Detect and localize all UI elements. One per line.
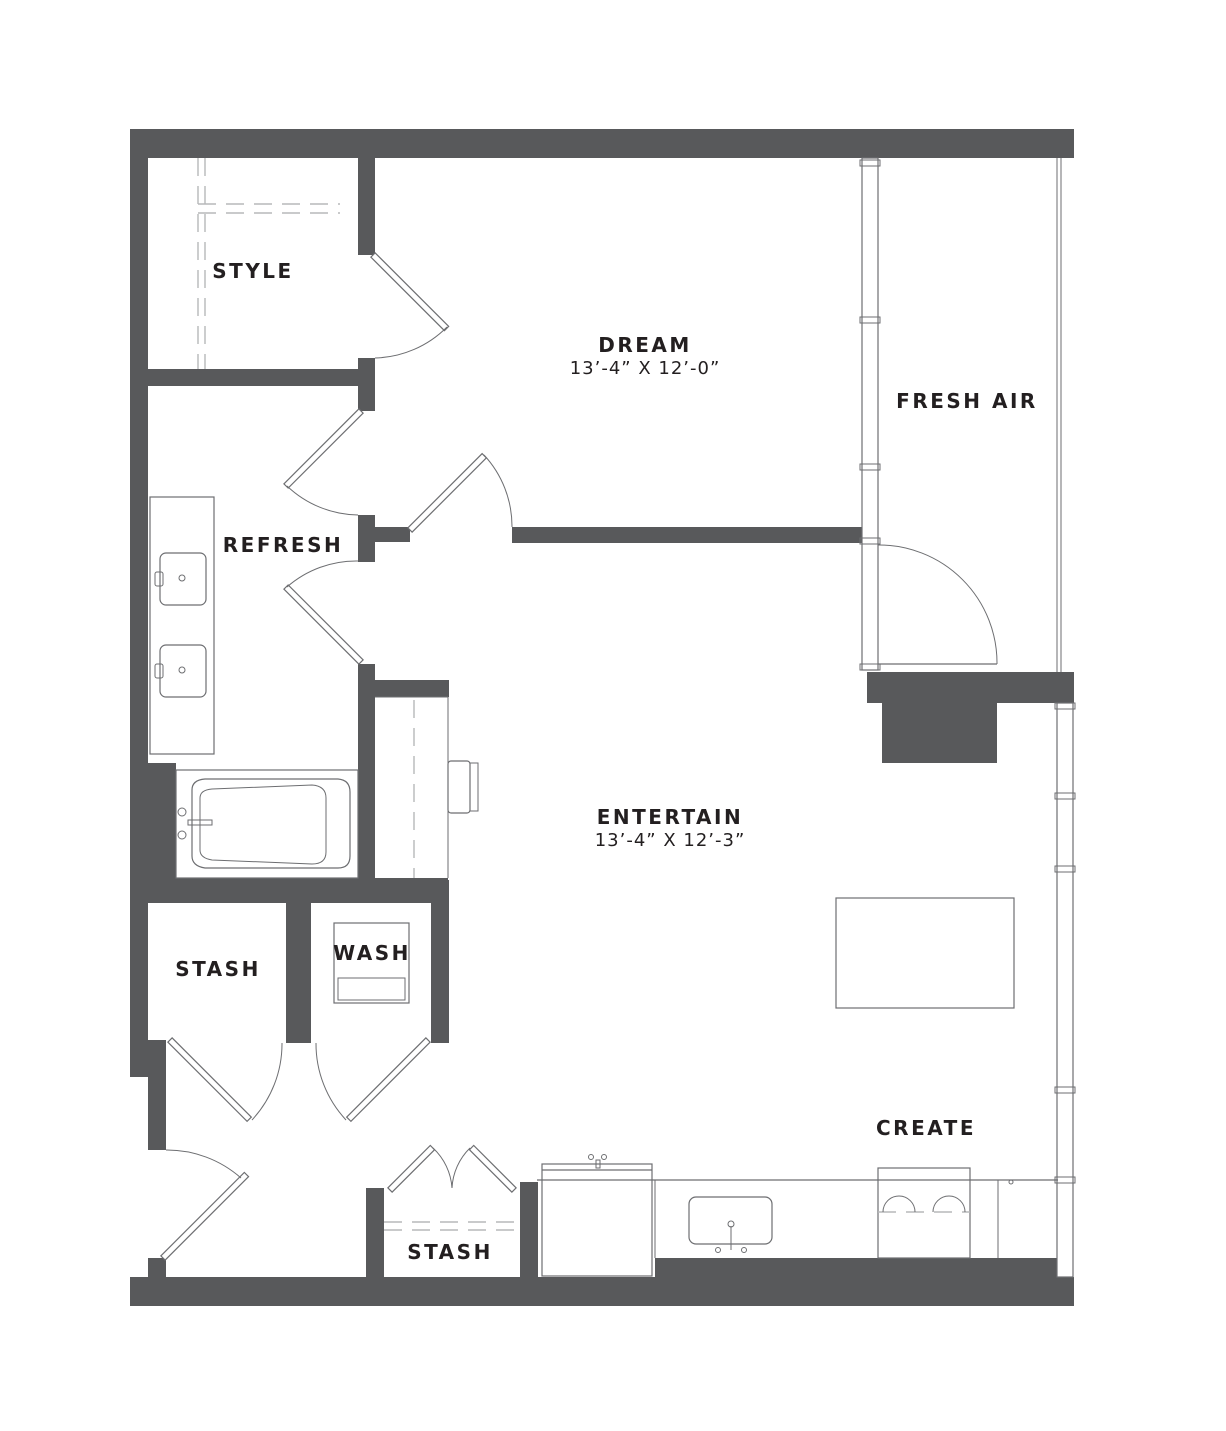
bathroom-fixtures <box>149 496 359 879</box>
doors <box>160 252 998 1261</box>
room-label-wash: WASH <box>333 941 411 965</box>
windows <box>859 157 1076 1278</box>
interior-walls <box>148 155 1074 1280</box>
room-label-style: STYLE <box>212 259 294 283</box>
room-label-dream: DREAM <box>598 333 692 357</box>
room-dims-dream: 13’-4” X 12’-0” <box>569 358 721 379</box>
room-label-refresh: REFRESH <box>222 533 344 557</box>
room-entertain: ENTERTAIN 13’-4” X 12’-3” <box>595 805 746 853</box>
room-dream: DREAM 13’-4” X 12’-0” <box>570 333 721 381</box>
room-label-fresh-air: FRESH AIR <box>896 389 1038 413</box>
exterior-walls <box>130 129 1074 1306</box>
room-label-entertain: ENTERTAIN <box>596 805 744 829</box>
kitchen-fixtures <box>333 760 1058 1277</box>
room-label-create: CREATE <box>876 1116 976 1140</box>
room-label-stash-left: STASH <box>175 957 261 981</box>
room-dims-entertain: 13’-4” X 12’-3” <box>594 830 746 851</box>
room-label-stash-bottom: STASH <box>407 1240 493 1264</box>
